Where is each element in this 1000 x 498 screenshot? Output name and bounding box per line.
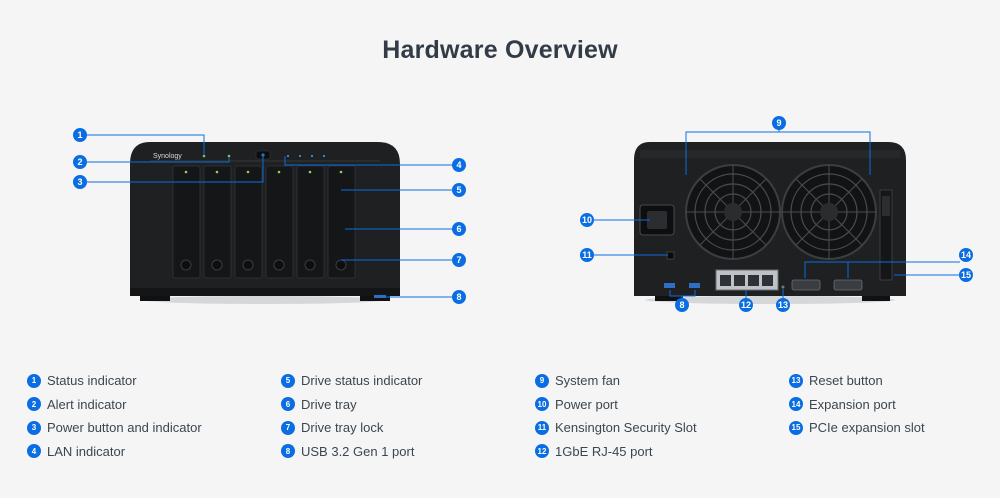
legend-label: Power button and indicator [47,420,202,436]
legend-badge: 3 [27,420,41,435]
svg-text:8: 8 [456,292,461,302]
legend-badge: 13 [789,373,803,388]
legend-label: Drive tray [301,396,357,412]
legend: 1 Status indicator 2 Alert indicator 3 Powe… [27,372,987,460]
front-callout-lines [86,134,458,298]
legend-item: 2 Alert indicator [27,396,281,414]
legend-item: 14 Expansion port [789,396,989,414]
legend-item: 15 PCIe expansion slot [789,419,989,437]
legend-item: 5 Drive status indicator [281,372,535,390]
legend-label: Alert indicator [47,396,127,412]
rear-callout-lines [594,128,960,299]
svg-text:5: 5 [456,185,461,195]
legend-item: 9 System fan [535,372,789,390]
svg-text:14: 14 [961,250,971,260]
hardware-diagram: Synology [73,116,973,312]
legend-badge: 1 [27,373,41,388]
svg-text:13: 13 [778,300,788,310]
legend-label: PCIe expansion slot [809,420,925,436]
system-fans [685,164,877,260]
svg-text:15: 15 [961,270,971,280]
legend-badge: 5 [281,373,295,388]
legend-badge: 11 [535,420,549,435]
legend-item: 13 Reset button [789,372,989,390]
rear-view [634,142,906,304]
svg-text:10: 10 [582,215,592,225]
legend-label: 1GbE RJ-45 port [555,443,653,459]
legend-column: 5 Drive status indicator 6 Drive tray 7 Dri… [281,372,535,460]
legend-badge: 8 [281,444,295,459]
legend-column: 13 Reset button 14 Expansion port 15 PCIe e… [789,372,989,460]
legend-item: 3 Power button and indicator [27,419,281,437]
legend-label: Drive tray lock [301,420,384,436]
svg-text:8: 8 [679,300,684,310]
legend-label: Power port [555,396,618,412]
legend-item: 12 1GbE RJ-45 port [535,443,789,461]
drive-trays [172,165,356,279]
legend-badge: 12 [535,444,549,459]
legend-item: 6 Drive tray [281,396,535,414]
legend-item: 7 Drive tray lock [281,419,535,437]
svg-text:11: 11 [582,250,592,260]
brand-logo: Synology [153,153,182,160]
legend-badge: 2 [27,397,41,412]
legend-badge: 15 [789,420,803,435]
svg-text:4: 4 [456,160,461,170]
legend-badge: 14 [789,397,803,412]
front-callouts: 1 2 3 4 5 6 7 8 [73,128,466,304]
legend-label: USB 3.2 Gen 1 port [301,443,415,459]
legend-label: Kensington Security Slot [555,420,697,436]
rear-callouts: 9 10 11 8 12 13 14 15 [580,116,973,312]
svg-text:2: 2 [77,157,82,167]
page-title: Hardware Overview [382,36,618,64]
svg-text:1: 1 [77,130,82,140]
svg-text:7: 7 [456,255,461,265]
legend-item: 8 USB 3.2 Gen 1 port [281,443,535,461]
legend-item: 1 Status indicator [27,372,281,390]
legend-badge: 7 [281,420,295,435]
legend-column: 1 Status indicator 2 Alert indicator 3 Powe… [27,372,281,460]
legend-label: LAN indicator [47,443,126,459]
legend-label: System fan [555,373,621,389]
legend-badge: 9 [535,373,549,388]
svg-text:9: 9 [776,118,781,128]
legend-badge: 4 [27,444,41,459]
legend-item: 4 LAN indicator [27,443,281,461]
legend-label: Reset button [809,373,883,389]
svg-text:3: 3 [77,177,82,187]
legend-item: 11 Kensington Security Slot [535,419,789,437]
legend-badge: 6 [281,397,295,412]
front-view: Synology [130,142,400,304]
legend-item: 10 Power port [535,396,789,414]
legend-label: Status indicator [47,373,137,389]
legend-badge: 10 [535,397,549,412]
svg-text:12: 12 [741,300,751,310]
legend-label: Expansion port [809,396,896,412]
legend-label: Drive status indicator [301,373,423,389]
svg-text:6: 6 [456,224,461,234]
legend-column: 9 System fan 10 Power port 11 Kensington Se… [535,372,789,460]
